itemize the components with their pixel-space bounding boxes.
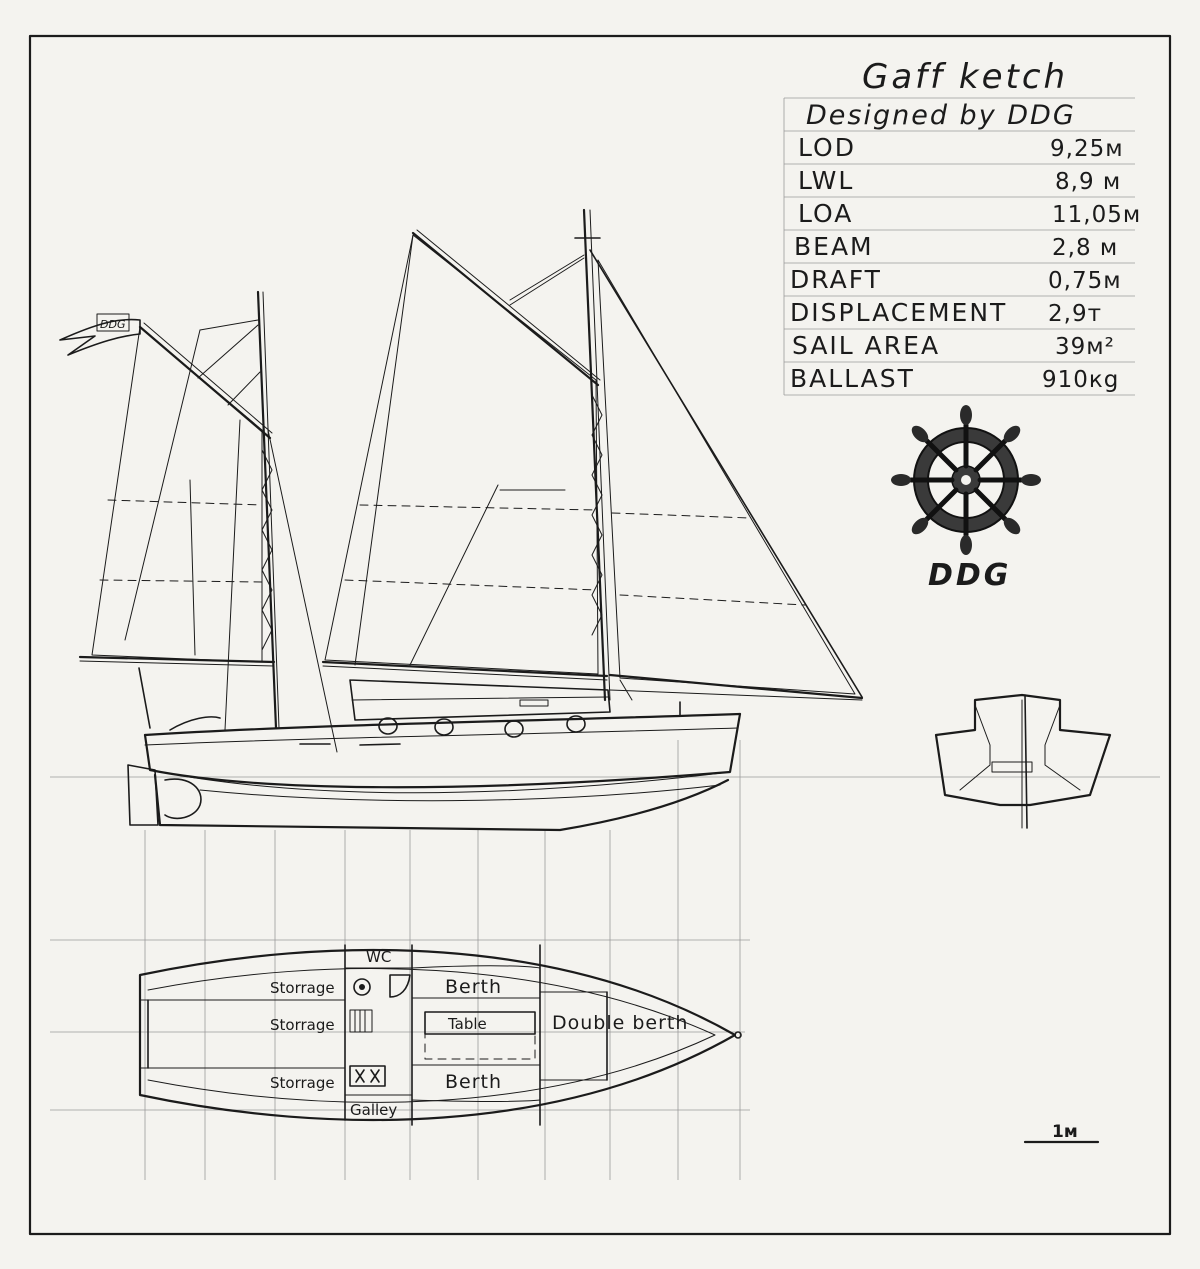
galley-label: Galley xyxy=(350,1101,397,1119)
mizzen-mast xyxy=(256,290,278,730)
forestay xyxy=(589,249,863,698)
spec-value-ballast: 910кg xyxy=(1042,367,1119,393)
spec-label-ballast: BALLAST xyxy=(790,364,915,393)
midship-section xyxy=(934,693,1112,829)
storage-label-3: Storrage xyxy=(270,1074,335,1092)
plan-labels: WC Storrage Storrage Storrage Berth Tabl… xyxy=(270,948,688,1119)
logo-text: DDG xyxy=(928,558,1011,593)
main-boom xyxy=(321,660,609,678)
spec-value-lod: 9,25м xyxy=(1050,136,1124,162)
spec-value-sail-area: 39м² xyxy=(1055,334,1115,360)
ships-wheel-icon xyxy=(891,405,1041,555)
spec-label-loa: LOA xyxy=(798,199,853,228)
bowsprit xyxy=(608,673,864,700)
specification-table: Gaff ketch Designed by DDG LOD 9,25м LWL… xyxy=(783,57,1141,396)
spec-label-draft: DRAFT xyxy=(790,265,882,294)
ddg-pennant: DDG xyxy=(59,313,141,356)
spec-value-loa: 11,05м xyxy=(1052,202,1141,228)
rudder xyxy=(127,764,159,826)
main-gaff xyxy=(411,231,600,387)
storage-label-2: Storrage xyxy=(270,1016,335,1034)
berth-top-label: Berth xyxy=(445,976,502,998)
sheerline xyxy=(143,712,742,737)
keel xyxy=(153,773,730,832)
main-sail xyxy=(324,234,599,675)
drawing-title: Gaff ketch xyxy=(862,57,1068,97)
hull-profile xyxy=(127,679,742,832)
spec-label-lod: LOD xyxy=(798,133,856,162)
double-berth-label: Double berth xyxy=(552,1012,688,1034)
plan-hull-outline xyxy=(138,948,737,1122)
storage-label-1: Storrage xyxy=(270,979,335,997)
drawing-frame xyxy=(28,34,1172,1236)
spec-value-beam: 2,8 м xyxy=(1052,235,1118,261)
flag-label: DDG xyxy=(100,318,125,331)
designer-credit: Designed by DDG xyxy=(806,100,1076,131)
cabin-trunk xyxy=(349,679,611,721)
wc-label: WC xyxy=(366,948,391,966)
spec-value-lwl: 8,9 м xyxy=(1055,169,1121,195)
table-label: Table xyxy=(447,1015,487,1033)
scale-label: 1м xyxy=(1052,1122,1078,1142)
spec-label-beam: BEAM xyxy=(794,232,874,261)
spec-value-draft: 0,75м xyxy=(1048,268,1122,294)
mizzen-rig xyxy=(78,290,338,753)
accommodation-plan xyxy=(138,944,742,1126)
scale-bar: 1м xyxy=(1023,1122,1100,1144)
berth-bottom-label: Berth xyxy=(445,1071,502,1093)
spec-label-sail-area: SAIL AREA xyxy=(792,331,940,360)
main-mast xyxy=(582,208,607,702)
main-rig xyxy=(321,208,864,702)
station-grid xyxy=(50,740,1160,1180)
mizzen-sail xyxy=(91,326,263,663)
spec-value-displacement: 2,9т xyxy=(1048,301,1102,327)
spec-label-displacement: DISPLACEMENT xyxy=(790,298,1007,327)
spec-label-lwl: LWL xyxy=(798,166,854,195)
